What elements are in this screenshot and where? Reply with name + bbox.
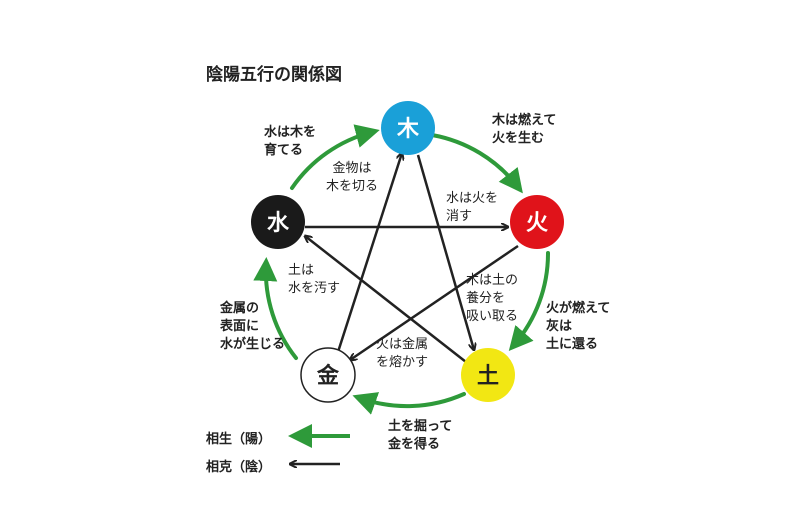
diagram-title: 陰陽五行の関係図: [206, 65, 342, 85]
legend-overcome-label: 相克（陰）: [206, 460, 272, 475]
label-metal-overcomes-wood: 金物は 木を切る: [326, 161, 379, 194]
arc-metal-to-water: [253, 257, 298, 360]
node-earth-circle: [461, 348, 515, 402]
node-fire-circle: [510, 195, 564, 249]
node-fire-label: 火: [526, 211, 548, 236]
arc-water-to-wood: [290, 124, 380, 190]
node-water-circle: [251, 195, 305, 249]
label-wood-generates-fire: 木は燃えて 火を生む: [492, 113, 557, 146]
node-metal-label: 金: [316, 363, 340, 389]
label-earth-generates-metal: 土を掘って 金を得る: [388, 419, 453, 452]
node-metal-circle: [300, 347, 356, 403]
label-earth-overcomes-water: 土は 水を汚す: [288, 263, 341, 296]
node-water-label: 水: [267, 211, 290, 236]
legend-generate-label: 相生（陽）: [206, 432, 272, 447]
label-water-generates-wood: 水は木を 育てる: [264, 125, 317, 158]
node-wood-label: 木: [396, 117, 420, 142]
label-metal-generates-water: 金属の 表面に 水が生じる: [220, 301, 286, 352]
label-fire-generates-earth: 火が燃えて 灰は 土に還る: [546, 301, 611, 352]
line-earth-to-water: [305, 236, 467, 363]
node-earth-label: 土: [477, 364, 499, 389]
node-wood-circle: [381, 101, 435, 155]
arc-fire-to-earth: [508, 251, 551, 352]
label-water-overcomes-fire: 水は火を 消す: [446, 191, 499, 224]
line-wood-to-earth: [416, 154, 474, 350]
label-wood-overcomes-earth: 木は土の 養分を 吸い取る: [466, 273, 519, 324]
label-fire-overcomes-metal: 火は金属 を熔かす: [376, 337, 429, 370]
line-fire-to-metal: [350, 244, 519, 360]
arc-earth-to-metal: [352, 392, 466, 415]
line-metal-to-wood: [336, 153, 402, 353]
arc-wood-to-fire: [430, 133, 523, 194]
